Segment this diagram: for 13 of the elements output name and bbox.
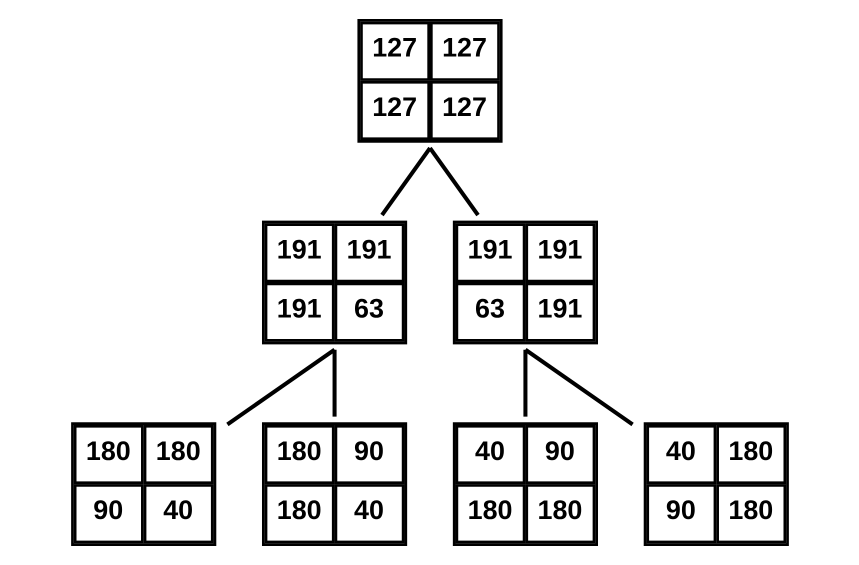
node-box: 180 180 90 40 — [70, 422, 216, 546]
node-box: 127 127 127 127 — [356, 19, 502, 143]
node-box: 191 191 191 63 — [261, 220, 407, 344]
connector — [226, 348, 336, 426]
node-box: 40 180 90 180 — [643, 422, 788, 546]
node-box: 180 90 180 40 — [261, 422, 407, 546]
node-box: 191 191 63 191 — [452, 220, 598, 344]
node-box: 40 90 180 180 — [452, 422, 598, 546]
connector — [380, 146, 432, 216]
connector — [522, 350, 527, 417]
connector — [524, 348, 634, 426]
connector — [428, 146, 480, 216]
connector — [332, 350, 336, 417]
